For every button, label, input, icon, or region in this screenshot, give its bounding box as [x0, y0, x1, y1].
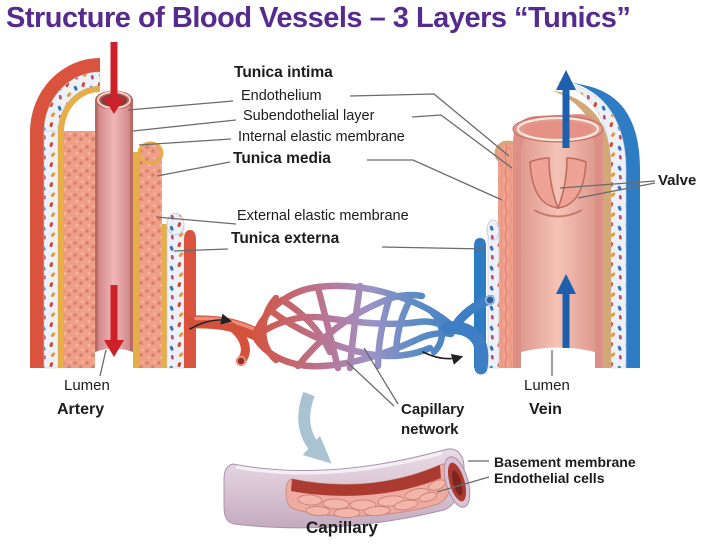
label-tunica-externa: Tunica externa	[231, 230, 340, 247]
vein-flow-up-arrow-bottom	[556, 274, 576, 348]
label-lumen-artery: Lumen	[64, 377, 110, 394]
capillary-pointer-arrow	[298, 391, 332, 464]
leader-internal-elastic-artery	[138, 138, 232, 146]
label-capillary-network-line2: network	[401, 421, 459, 438]
leader-tunica-externa-vein	[381, 246, 487, 250]
leader-external-elastic-artery	[155, 216, 237, 225]
artery-flow-down-arrow-top	[104, 42, 124, 114]
leader-tunica-media-vein	[367, 159, 503, 201]
label-lumen-vein: Lumen	[524, 377, 570, 394]
label-endothelium: Endothelium	[241, 88, 322, 104]
leader-subendothelial-vein	[411, 114, 513, 169]
leader-endothelial-cells	[436, 476, 490, 493]
flow-direction-arrow-right	[422, 351, 464, 365]
leader-capillary-network-1	[346, 361, 395, 407]
capillary-illustration	[223, 448, 471, 529]
leader-valve-1	[559, 180, 656, 189]
label-internal-elastic-membrane: Internal elastic membrane	[238, 129, 405, 145]
valve-cusps	[529, 157, 587, 218]
leader-valve-2	[577, 182, 656, 199]
label-subendothelial-layer: Subendothelial layer	[243, 108, 375, 124]
label-basement-membrane: Basement membrane	[494, 454, 636, 470]
vein-flow-up-arrow-top	[556, 70, 576, 148]
label-capillary: Capillary	[306, 518, 378, 537]
label-tunica-media: Tunica media	[233, 150, 331, 167]
label-endothelial-cells: Endothelial cells	[494, 470, 605, 486]
leader-tunica-media-artery	[156, 161, 231, 177]
page-title: Structure of Blood Vessels – 3 Layers “T…	[6, 2, 631, 34]
leader-capillary-network-2	[363, 347, 399, 405]
label-artery: Artery	[57, 401, 105, 418]
leader-lines	[99, 93, 656, 493]
label-external-elastic-membrane: External elastic membrane	[237, 208, 409, 224]
label-capillary-network-line1: Capillary	[401, 401, 465, 418]
leader-tunica-externa-artery	[173, 248, 229, 252]
label-valve: Valve	[658, 172, 697, 189]
label-tunica-intima: Tunica intima	[234, 64, 333, 81]
leader-endothelium-vein	[349, 93, 510, 157]
leader-subendothelial-artery	[132, 119, 237, 132]
vein-illustration	[474, 70, 640, 369]
artery-illustration	[30, 42, 196, 369]
flow-direction-arrow-left	[189, 313, 233, 330]
leader-lumen-artery	[99, 349, 107, 377]
capillary-network-illustration	[186, 282, 496, 375]
leader-endothelium-artery	[127, 100, 234, 111]
artery-flow-down-arrow-bottom	[104, 285, 124, 357]
label-vein: Vein	[529, 401, 562, 418]
